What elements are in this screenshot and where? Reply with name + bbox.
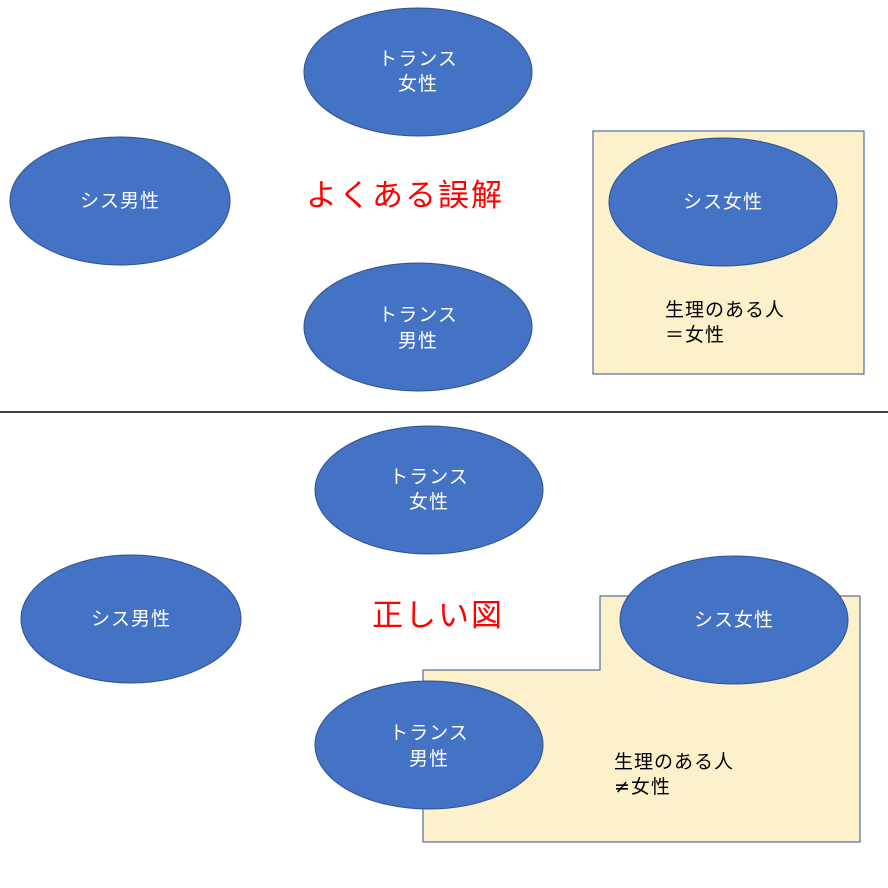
bottom-region-text-1: 生理のある人: [614, 751, 734, 773]
top-cis-man-oval: [9, 136, 231, 266]
top-trans-man-label-2: 男性: [398, 330, 438, 352]
top-panel: トランス 女性 シス男性 よくある誤解 トランス 男性 シス女性 生理のある人 …: [9, 7, 865, 392]
bottom-trans-man-oval: [314, 680, 544, 810]
bottom-cis-man-oval: [20, 554, 242, 684]
bottom-cis-man-label: シス男性: [91, 608, 171, 630]
top-title: よくある誤解: [306, 178, 504, 214]
bottom-cis-woman-label: シス女性: [694, 609, 774, 631]
top-trans-woman-label-1: トランス: [378, 48, 458, 70]
bottom-trans-man-label-2: 男性: [409, 748, 449, 770]
bottom-trans-woman-label-2: 女性: [409, 491, 449, 513]
bottom-region-text-2: ≠女性: [614, 776, 671, 798]
bottom-trans-woman-label-1: トランス: [389, 466, 469, 488]
bottom-title: 正しい図: [372, 598, 504, 634]
bottom-cis-woman-oval: [619, 555, 849, 685]
top-trans-man-label-1: トランス: [378, 304, 458, 326]
top-trans-woman-oval: [303, 7, 533, 137]
top-region-text-2: ＝女性: [665, 324, 725, 346]
bottom-trans-man-label-1: トランス: [389, 722, 469, 744]
bottom-panel: トランス 女性 シス男性 正しい図 シス女性 トランス 男性 生理のある人 ≠女…: [20, 425, 861, 843]
top-trans-man-oval: [303, 262, 533, 392]
top-cis-woman-label: シス女性: [683, 191, 763, 213]
top-cis-woman-oval: [608, 137, 838, 267]
top-trans-woman-label-2: 女性: [398, 73, 438, 95]
top-cis-man-label: シス男性: [80, 190, 160, 212]
top-region-text-1: 生理のある人: [665, 299, 785, 321]
bottom-trans-woman-oval: [314, 425, 544, 555]
